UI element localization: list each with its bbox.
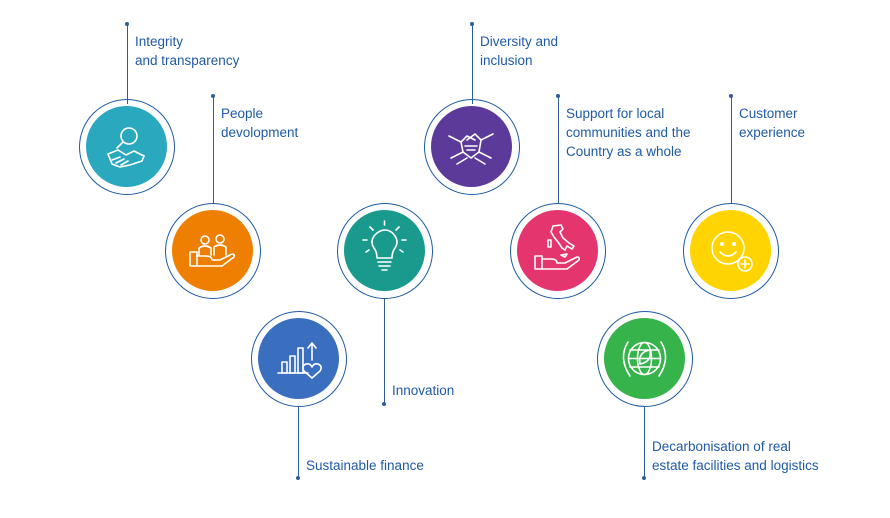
disc-integrity bbox=[86, 106, 167, 187]
people-on-hand-icon bbox=[189, 234, 236, 267]
connector-line bbox=[558, 96, 559, 204]
disc-decarbonisation bbox=[604, 318, 685, 399]
circle-customer bbox=[683, 203, 779, 299]
connector-dot bbox=[556, 94, 560, 98]
disc-finance bbox=[258, 318, 339, 399]
bar-chart-heart-icon bbox=[277, 342, 322, 379]
label-innovation: Innovation bbox=[392, 383, 455, 398]
connector-line bbox=[298, 406, 299, 478]
disc-diversity bbox=[431, 106, 512, 187]
label-communities: Support for local communities and the Co… bbox=[566, 106, 691, 159]
lightbulb-icon bbox=[362, 220, 407, 271]
smiley-plus-icon bbox=[711, 231, 753, 272]
label-decarbonisation: Decarbonisation of real estate facilitie… bbox=[652, 439, 819, 473]
disc-people bbox=[172, 210, 253, 291]
globe-leaf-icon bbox=[622, 341, 667, 377]
connector-line bbox=[213, 96, 214, 204]
connector-dot bbox=[296, 476, 300, 480]
circle-innovation bbox=[337, 203, 433, 299]
circle-people bbox=[165, 203, 261, 299]
circle-finance bbox=[251, 311, 347, 407]
disc-innovation bbox=[344, 210, 425, 291]
connector-line bbox=[127, 24, 128, 104]
joined-hands-icon bbox=[448, 133, 494, 165]
circle-communities bbox=[510, 203, 606, 299]
connector-dot bbox=[211, 94, 215, 98]
disc-customer bbox=[690, 210, 771, 291]
label-diversity: Diversity and inclusion bbox=[480, 34, 559, 68]
connector-line bbox=[731, 96, 732, 204]
disc-communities bbox=[517, 210, 598, 291]
label-customer: Customer experience bbox=[739, 106, 806, 140]
italy-on-hand-icon bbox=[534, 224, 581, 270]
label-people: People devolopment bbox=[221, 106, 299, 140]
circle-diversity bbox=[424, 99, 520, 195]
connector-dot bbox=[382, 402, 386, 406]
connector-line bbox=[384, 298, 385, 404]
label-integrity: Integrity and transparency bbox=[135, 34, 240, 68]
connector-dot bbox=[470, 22, 474, 26]
label-finance: Sustainable finance bbox=[306, 458, 424, 473]
connector-line bbox=[644, 406, 645, 478]
handshake-magnifier-icon bbox=[107, 127, 145, 168]
connector-dot bbox=[642, 476, 646, 480]
circle-integrity bbox=[79, 99, 175, 195]
connector-line bbox=[472, 24, 473, 104]
connector-dot bbox=[125, 22, 129, 26]
connector-dot bbox=[729, 94, 733, 98]
circle-decarbonisation bbox=[597, 311, 693, 407]
